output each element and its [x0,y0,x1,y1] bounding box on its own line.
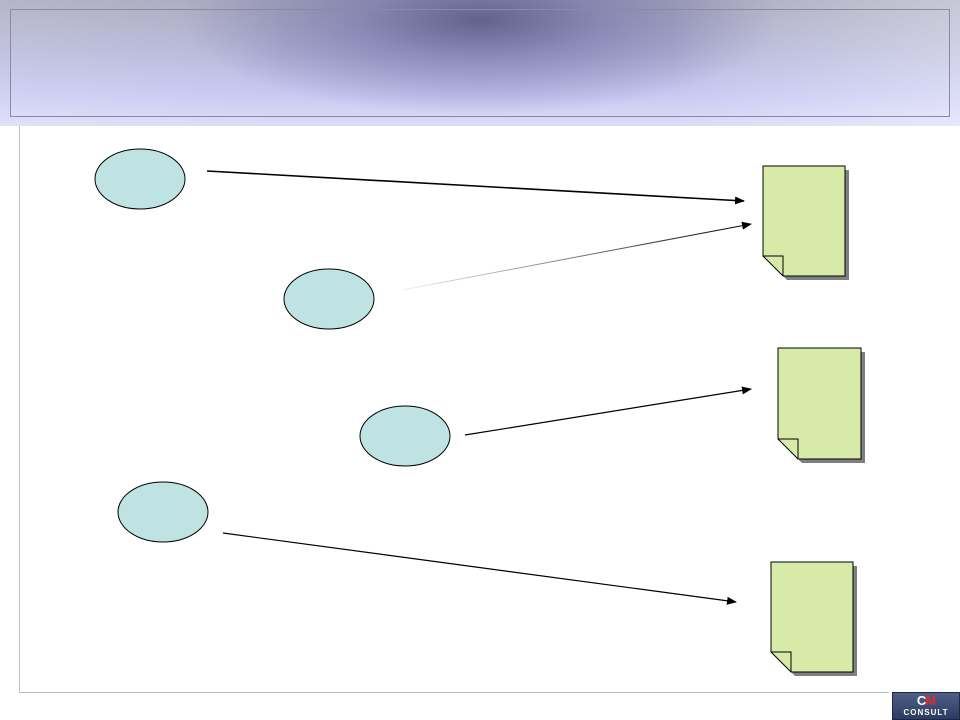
ellipse-node-2 [283,268,375,330]
header-band [0,0,960,126]
document-node-1 [762,165,849,280]
logo-wordmark: CONSULT [903,708,949,717]
content-bottom-rule [19,692,889,693]
arrow-2 [401,221,752,291]
ellipse-node-3 [359,405,451,467]
header-frame [10,9,950,117]
document-node-3 [770,561,857,676]
arrow-1 [206,170,745,205]
logo-letter-m: M [925,693,936,708]
cm-consult-logo: CM CONSULT [892,692,960,720]
logo-letter-c: C [916,693,926,708]
ellipse-node-1 [94,148,186,210]
header-shading [0,0,960,126]
arrow-4 [222,532,737,605]
content-left-rule [19,126,20,692]
logo-mark: CM [893,694,959,707]
arrow-3 [464,386,752,436]
ellipse-node-4 [117,481,209,543]
document-node-2 [777,347,865,463]
